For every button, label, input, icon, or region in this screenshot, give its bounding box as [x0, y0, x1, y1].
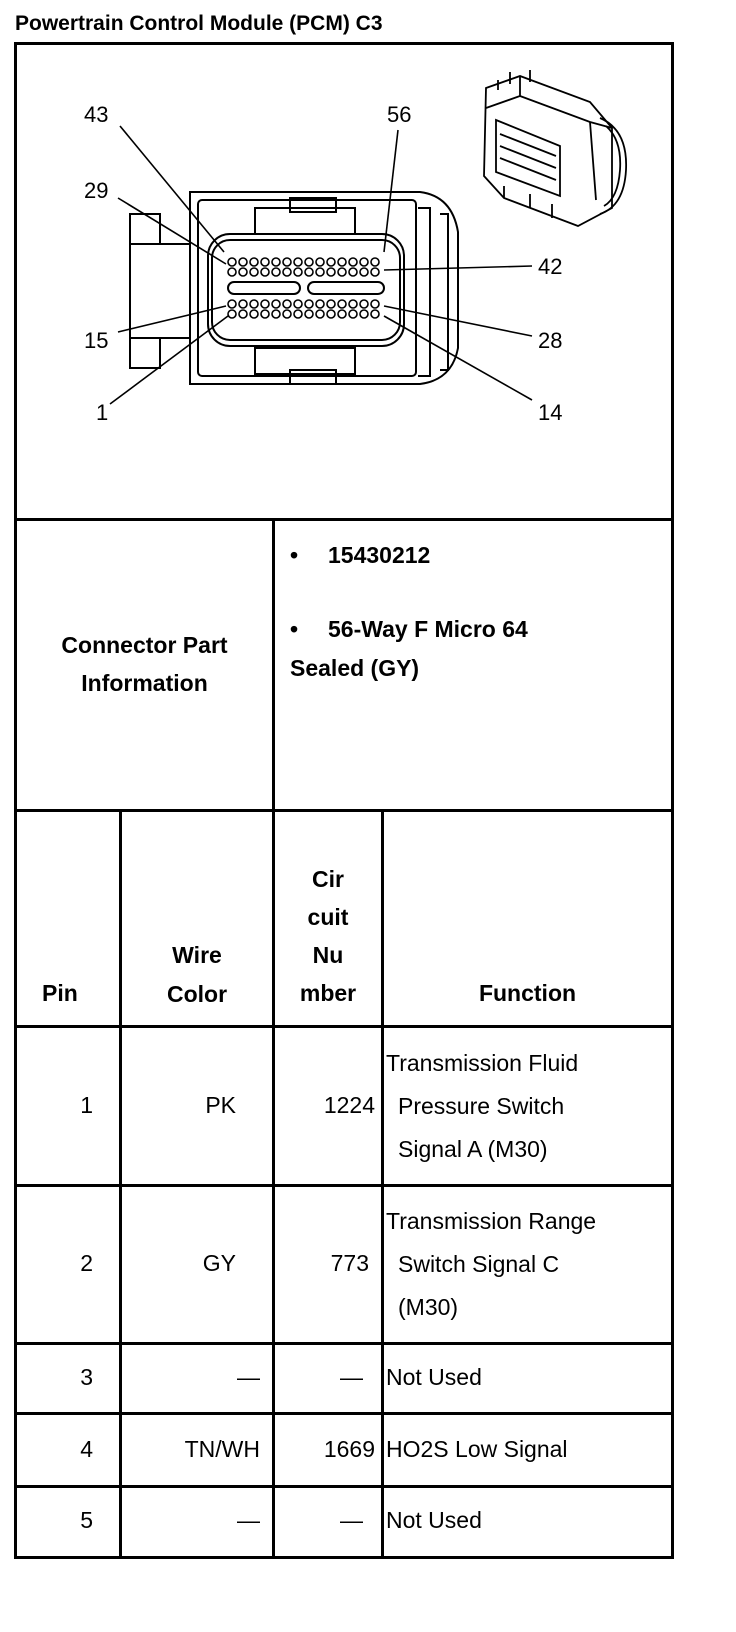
- row-2-circuit: 773: [330, 1250, 369, 1276]
- divider-connector-info: [14, 809, 674, 812]
- pin-row-1-14: [227, 309, 380, 319]
- row-1-function: Transmission Fluid Pressure Switch Signa…: [386, 1050, 579, 1162]
- row-2-wire-color: GY: [202, 1250, 236, 1276]
- divider-circuit-column: [381, 809, 384, 1559]
- row-3-function: Not Used: [386, 1364, 482, 1390]
- bullet-icon: •: [290, 542, 299, 568]
- connector-pin-rows: [227, 257, 380, 319]
- row-1-wire-color: PK: [205, 1092, 236, 1118]
- pin-label-14: 14: [538, 400, 562, 425]
- connector-info-label: Connector Part Information: [61, 632, 228, 696]
- divider-row-2: [14, 1342, 674, 1345]
- pin-label-1: 1: [96, 400, 108, 425]
- pin-label-15: 15: [84, 328, 108, 353]
- leader-lines: [109, 125, 533, 405]
- pin-label-29: 29: [84, 178, 108, 203]
- row-2-function: Transmission Range Switch Signal C (M30): [386, 1208, 597, 1320]
- row-4-function: HO2S Low Signal: [386, 1436, 568, 1462]
- page-title: Powertrain Control Module (PCM) C3: [15, 12, 383, 35]
- row-4-wire-color: TN/WH: [184, 1436, 260, 1462]
- row-5-pin: 5: [80, 1507, 93, 1533]
- pin-label-42: 42: [538, 254, 562, 279]
- row-3-pin: 3: [80, 1364, 93, 1390]
- divider-pin-column: [119, 809, 122, 1559]
- row-1-circuit: 1224: [323, 1092, 375, 1118]
- connector-3d-view: [483, 70, 627, 227]
- connector-description: •56-Way F Micro 64 Sealed (GY): [290, 610, 660, 688]
- divider-header: [14, 1025, 674, 1028]
- header-function: Function: [478, 980, 577, 1006]
- bullet-icon: •: [290, 616, 299, 642]
- row-3-circuit: —: [340, 1364, 363, 1390]
- pin-label-56: 56: [387, 102, 411, 127]
- divider-row-3: [14, 1412, 674, 1415]
- table-border-top: [14, 42, 674, 45]
- table-border-bottom: [14, 1556, 674, 1559]
- connector-part-number: •15430212: [290, 536, 660, 575]
- row-3-wire-color: —: [237, 1364, 260, 1390]
- divider-diagram: [14, 518, 674, 521]
- pin-row-14-28: [227, 299, 380, 309]
- row-1-pin: 1: [80, 1092, 93, 1118]
- divider-info-column: [272, 518, 275, 1559]
- divider-row-1: [14, 1184, 674, 1187]
- table-border-left: [14, 42, 17, 1559]
- header-pin: Pin: [42, 980, 78, 1006]
- pin-label-43: 43: [84, 102, 108, 127]
- header-circuit-number: Cir cuit Nu mber: [299, 866, 357, 1006]
- connector-face-drawing: [129, 191, 459, 385]
- divider-row-4: [14, 1485, 674, 1488]
- row-5-function: Not Used: [386, 1507, 482, 1533]
- row-4-circuit: 1669: [323, 1436, 375, 1462]
- pin-row-42-56: [227, 257, 380, 267]
- table-border-right: [671, 42, 674, 1559]
- row-2-pin: 2: [80, 1250, 93, 1276]
- row-5-circuit: —: [340, 1507, 363, 1533]
- row-5-wire-color: —: [237, 1507, 260, 1533]
- header-wire-color: Wire Color: [166, 942, 228, 1007]
- row-4-pin: 4: [80, 1436, 93, 1462]
- pin-label-28: 28: [538, 328, 562, 353]
- connector-diagram: 43 56 29 42 15 28 1 14: [84, 70, 627, 425]
- pin-row-28-42: [227, 267, 380, 277]
